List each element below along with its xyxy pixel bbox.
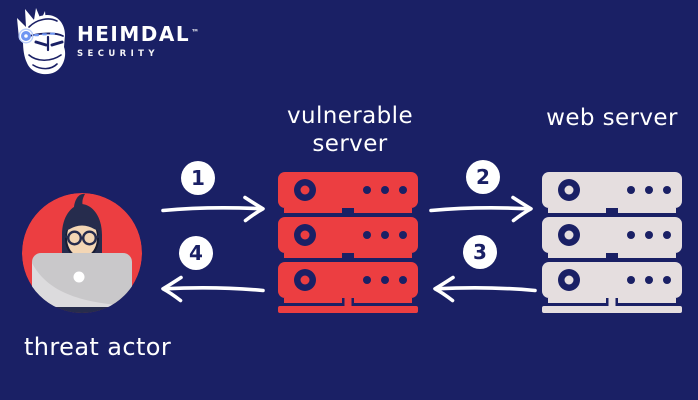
hooded-hacker-icon: [22, 193, 142, 313]
arrow-left-icon: [433, 275, 537, 303]
arrow-right-icon: [429, 195, 533, 223]
step-4-badge: 4: [179, 236, 213, 270]
arrow-left-icon: [161, 275, 265, 303]
label-threat-actor: threat actor: [24, 333, 172, 361]
viking-mascot-icon: [17, 8, 66, 75]
step-2-badge: 2: [466, 160, 500, 194]
step-3-badge: 3: [463, 235, 497, 269]
label-vulnerable-server: vulnerable server: [287, 103, 413, 157]
logo-brand-text: HEIMDAL: [77, 22, 191, 46]
trademark-symbol: ™: [191, 28, 201, 37]
logo-wordmark: HEIMDAL ™ SECURITY: [77, 23, 201, 59]
step-1-badge: 1: [181, 161, 215, 195]
web-server-icon: [542, 172, 682, 313]
heimdal-logo: HEIMDAL ™ SECURITY: [16, 7, 201, 77]
label-web-server: web server: [546, 105, 678, 131]
vulnerable-server-icon: [278, 172, 418, 313]
arrow-right-icon: [161, 195, 265, 223]
logo-subtitle-text: SECURITY: [77, 49, 159, 59]
